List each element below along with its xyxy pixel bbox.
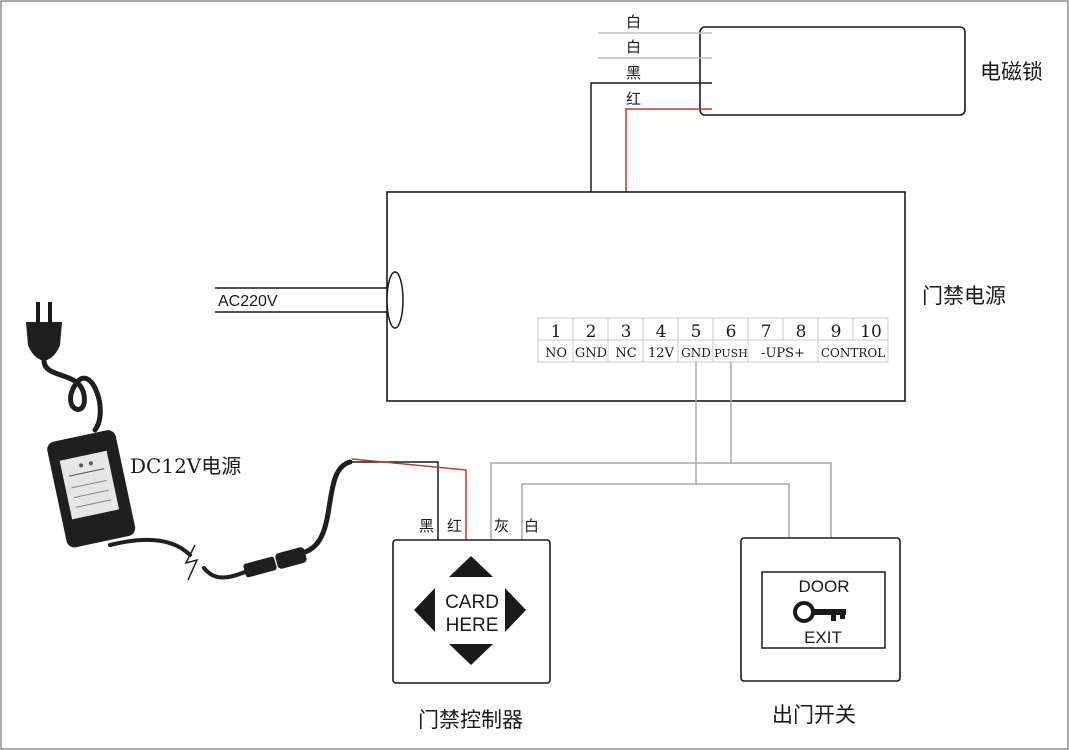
power-supply-label: 门禁电源 bbox=[922, 284, 1006, 308]
cable-break-symbol bbox=[184, 544, 199, 581]
plug-pin bbox=[48, 302, 52, 324]
terminal-number: 6 bbox=[726, 322, 737, 342]
adapter-output-cable bbox=[108, 537, 192, 557]
terminal-name: -UPS+ bbox=[761, 346, 805, 361]
adapter-input-cable bbox=[41, 357, 103, 433]
terminal-number: 8 bbox=[796, 322, 807, 342]
door-text: DOOR bbox=[799, 577, 850, 596]
lock-wire-label: 黑 bbox=[626, 64, 641, 82]
exit-switch-label: 出门开关 bbox=[772, 703, 856, 727]
exit-button-plate bbox=[761, 571, 886, 649]
adapter-output-cable bbox=[202, 566, 247, 580]
arrow-down-icon bbox=[449, 644, 493, 665]
controller-wire-label: 灰 bbox=[494, 517, 509, 535]
terminal-number: 1 bbox=[551, 322, 562, 342]
terminal-number: 3 bbox=[621, 322, 632, 342]
terminal-number: 7 bbox=[761, 322, 772, 342]
terminal-number: 9 bbox=[831, 322, 842, 342]
card-text-line: HERE bbox=[446, 615, 499, 636]
magnetic-lock-box bbox=[699, 26, 966, 116]
terminal-name: GND bbox=[681, 346, 711, 360]
ac-input-label: AC220V bbox=[218, 293, 278, 310]
dc-connector bbox=[243, 556, 277, 578]
plug-pin bbox=[36, 302, 40, 324]
terminal-number: 2 bbox=[586, 322, 597, 342]
terminal-name: NO bbox=[545, 346, 567, 361]
arrow-right-icon bbox=[505, 588, 526, 632]
controller-wire-label: 红 bbox=[447, 517, 462, 535]
controller-wire-label: 白 bbox=[524, 517, 539, 535]
gnd-wire-to-controller bbox=[521, 362, 697, 540]
dc-connector bbox=[275, 547, 307, 569]
lock-wire-label: 白 bbox=[626, 13, 641, 31]
lock-wire-label: 白 bbox=[626, 38, 641, 56]
push-wire-to-controller bbox=[490, 362, 732, 540]
terminal-number: 4 bbox=[656, 322, 667, 342]
controller-wire-label: 黑 bbox=[419, 517, 434, 535]
plug-head bbox=[26, 322, 62, 360]
terminal-name: PUSH bbox=[714, 347, 748, 360]
push-wire-to-exit bbox=[731, 462, 832, 543]
card-text-line: CARD bbox=[445, 592, 499, 613]
arrow-up-icon bbox=[449, 556, 493, 577]
terminal-number: 10 bbox=[860, 322, 882, 342]
arrow-left-icon bbox=[414, 588, 435, 632]
key-icon bbox=[793, 601, 846, 623]
terminal-name: GND bbox=[575, 346, 607, 361]
terminal-number: 5 bbox=[691, 322, 702, 342]
controller-box bbox=[392, 539, 551, 684]
adapter-label: DC12V电源 bbox=[130, 454, 241, 478]
magnetic-lock-label: 电磁锁 bbox=[980, 60, 1043, 84]
gnd-wire-to-exit bbox=[696, 483, 790, 543]
controller-label: 门禁控制器 bbox=[418, 708, 523, 732]
terminal-name: CONTROL bbox=[821, 346, 885, 360]
lock-wire-label: 红 bbox=[626, 90, 641, 108]
power-supply-box bbox=[386, 191, 906, 402]
cable-grommet bbox=[386, 271, 404, 329]
dc12v-adapter bbox=[26, 302, 467, 581]
terminal-block: 1 2 3 4 5 6 7 8 9 10 NO GND NC 12V GND P… bbox=[537, 317, 889, 363]
adapter-sticker bbox=[59, 450, 120, 520]
exit-text: EXIT bbox=[804, 628, 842, 647]
terminal-name: NC bbox=[615, 346, 636, 361]
dc-cable bbox=[302, 459, 353, 555]
terminal-name: 12V bbox=[648, 346, 675, 361]
dc-wire-red bbox=[351, 458, 467, 547]
